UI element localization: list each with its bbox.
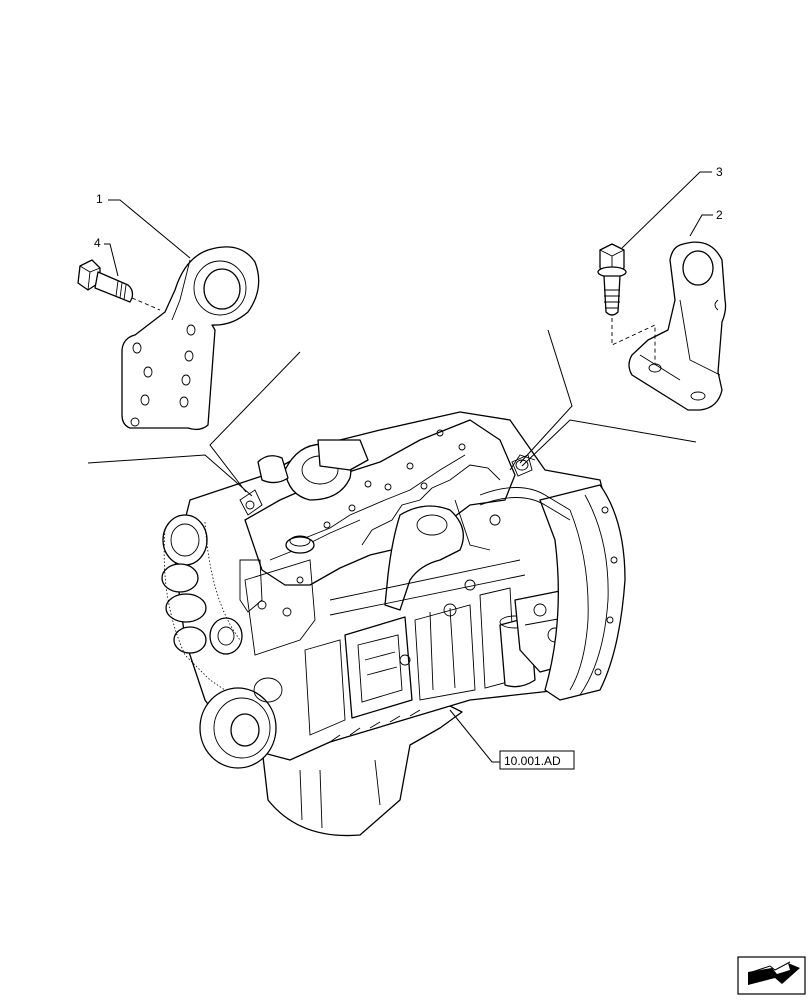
callout-3: 3	[716, 165, 723, 179]
part-2-rear-lifting-bracket	[628, 241, 727, 411]
next-page-arrow-icon[interactable]	[737, 956, 806, 995]
reference-label[interactable]: 10.001.AD	[504, 754, 561, 768]
callout-4: 4	[94, 236, 101, 250]
callout-1: 1	[96, 192, 103, 206]
leader-lines	[87, 171, 713, 763]
part-1-front-lifting-bracket	[121, 246, 260, 431]
part-3-bolt	[597, 243, 656, 365]
callout-2: 2	[716, 208, 723, 222]
reference-box[interactable]: 10.001.AD	[499, 750, 575, 770]
engine-assembly	[161, 411, 626, 837]
front-pulleys	[161, 514, 283, 769]
part-4-bolt	[77, 259, 161, 311]
